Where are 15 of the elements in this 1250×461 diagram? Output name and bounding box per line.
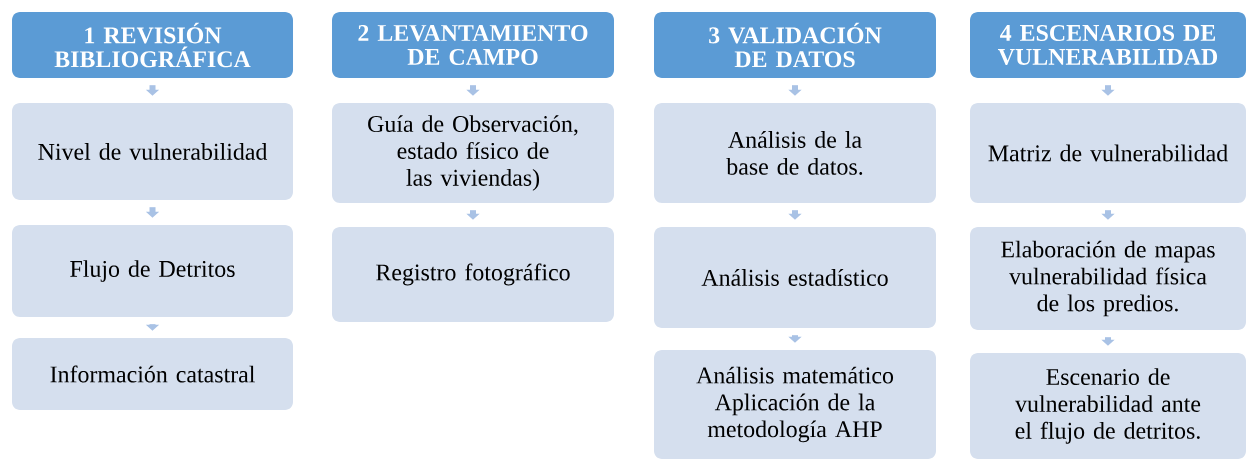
header-box: 1 REVISIÓN BIBLIOGRÁFICA xyxy=(12,12,293,78)
header-box: 4 ESCENARIOS DE VULNERABILIDAD xyxy=(970,12,1246,78)
process-box: Elaboración de mapas vulnerabilidad física de los predios. xyxy=(970,227,1246,330)
process-box: Nivel de vulnerabilidad xyxy=(12,103,293,200)
process-box: Análisis matemático Aplicación de la metodología AHP xyxy=(654,350,936,459)
process-box: Matriz de vulnerabilidad xyxy=(970,103,1246,203)
process-box: Guía de Observación, estado físico de las viviendas) xyxy=(332,103,614,203)
process-box: Registro fotográfico xyxy=(332,227,614,322)
process-box: Análisis estadístico xyxy=(654,227,936,328)
header-box: 3 VALIDACIÓN DE DATOS xyxy=(654,12,936,78)
process-box: Escenario de vulnerabilidad ante el flujo de detritos. xyxy=(970,353,1246,459)
process-box: Análisis de la base de datos. xyxy=(654,103,936,203)
header-box: 2 LEVANTAMIENTO DE CAMPO xyxy=(332,12,614,78)
process-box: Información catastral xyxy=(12,338,293,410)
process-box: Flujo de Detritos xyxy=(12,225,293,317)
